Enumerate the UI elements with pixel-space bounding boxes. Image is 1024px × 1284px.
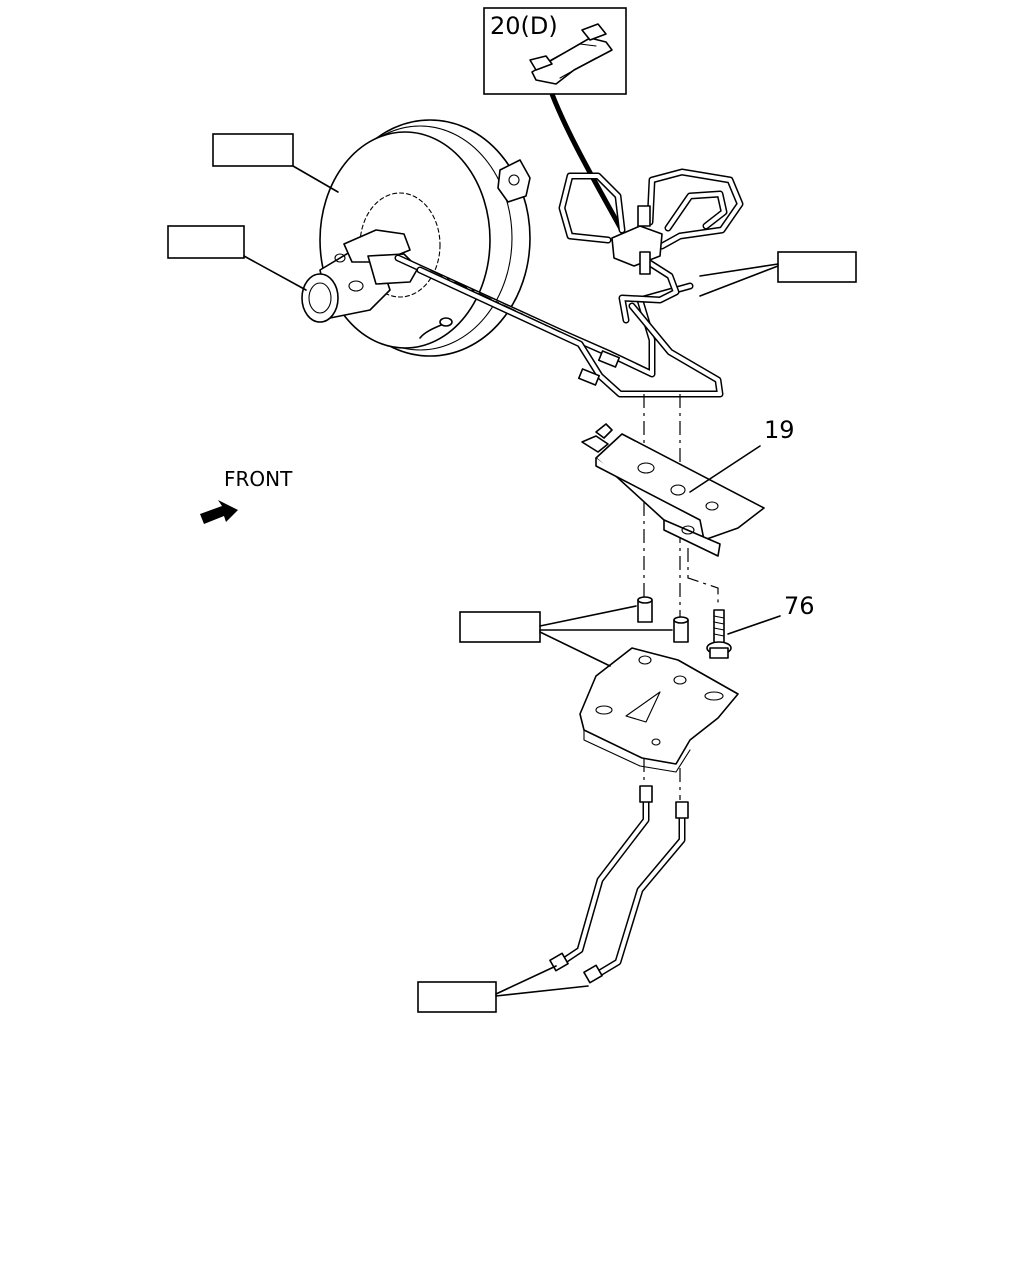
callout-booster-frame [212,133,294,167]
callout-pipe-end-leader-2 [495,985,589,997]
callout-pipe-leader-2 [699,265,779,297]
clip-detail-inset: 20(D) [483,7,627,95]
callout-bolt: 76 [784,592,815,620]
lower-brake-pipes [549,785,689,984]
callout-clip: 20(D) [490,12,558,40]
bolt [706,609,732,659]
clip-leader [549,93,629,240]
callout-bolt-leader [727,615,781,635]
callout-spacers-frame [459,611,541,643]
callout-master-cylinder-leader [243,255,307,291]
callout-pipe-end-leader-1 [495,965,557,995]
callout-spacer-leader-1 [539,605,637,627]
callout-bracket-leader [689,445,761,493]
callout-master-cylinder-frame [167,225,245,259]
callout-bracket: 19 [764,416,795,444]
callout-booster-leader [292,165,339,193]
front-arrow-icon [200,500,238,524]
clip-icon [529,23,613,85]
front-label: FRONT [224,467,293,491]
callout-pipe-leader-1 [699,263,779,277]
callout-spacer-leader-3 [539,631,611,667]
brake-booster [319,119,531,357]
master-cylinder [301,229,419,323]
bracket [581,423,765,557]
callout-pipe-ends-frame [417,981,497,1013]
callout-brake-pipe-top-frame [777,251,857,283]
spacers [637,596,689,643]
lower-mounting-plate [579,647,739,773]
upper-brake-pipes [394,168,744,398]
